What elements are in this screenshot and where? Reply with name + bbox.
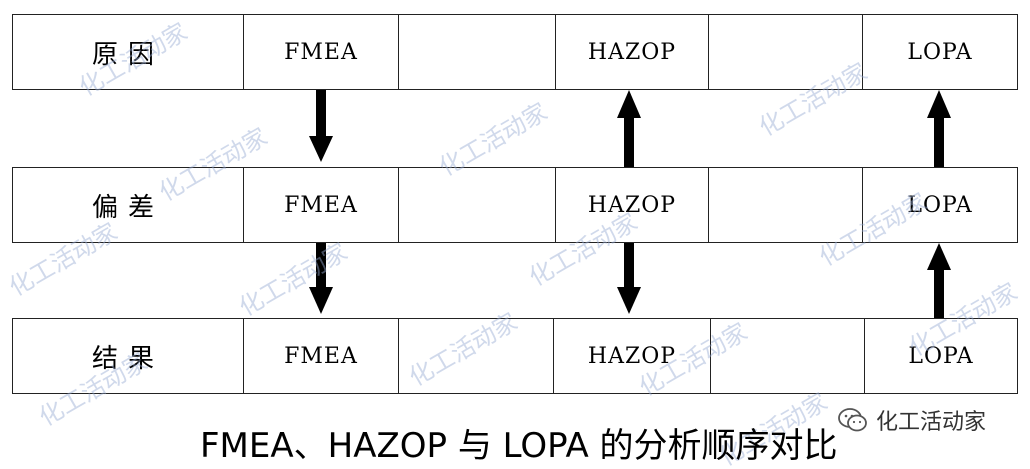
row-label-cause: 原因	[13, 15, 244, 89]
cell-empty	[399, 168, 556, 242]
row-deviation: 偏差 FMEA HAZOP LOPA	[12, 167, 1018, 243]
cell-empty	[709, 168, 863, 242]
cell-empty	[709, 15, 863, 89]
arrow-lopa-result-to-deviation	[927, 243, 951, 318]
cell-fmea: FMEA	[244, 168, 399, 242]
row-label-deviation: 偏差	[13, 168, 244, 242]
cell-hazop: HAZOP	[554, 319, 711, 393]
row-label-result: 结果	[13, 319, 244, 393]
arrow-hazop-deviation-to-result	[617, 243, 641, 314]
cell-fmea: FMEA	[244, 319, 399, 393]
cell-hazop: HAZOP	[556, 15, 709, 89]
cell-empty	[399, 319, 554, 393]
figure-caption: FMEA、HAZOP 与 LOPA 的分析顺序对比	[200, 426, 838, 466]
cell-lopa: LOPA	[908, 343, 974, 369]
brand-name: 化工活动家	[876, 410, 987, 435]
cell-fmea: FMEA	[244, 15, 399, 89]
arrow-fmea-deviation-to-result	[309, 243, 333, 314]
wechat-icon	[838, 408, 867, 432]
row-result: 结果 FMEA HAZOP LOPA	[12, 318, 1018, 394]
arrow-hazop-deviation-to-cause	[617, 90, 641, 167]
cell-empty	[711, 319, 865, 393]
cell-hazop: HAZOP	[556, 168, 709, 242]
arrow-fmea-cause-to-deviation	[309, 90, 333, 162]
cell-lopa: LOPA	[907, 192, 973, 218]
cell-lopa: LOPA	[907, 39, 973, 65]
arrow-lopa-deviation-to-cause	[927, 90, 951, 167]
brand: 化工活动家	[838, 404, 986, 436]
row-cause: 原因 FMEA HAZOP LOPA	[12, 14, 1018, 90]
cell-empty	[399, 15, 556, 89]
